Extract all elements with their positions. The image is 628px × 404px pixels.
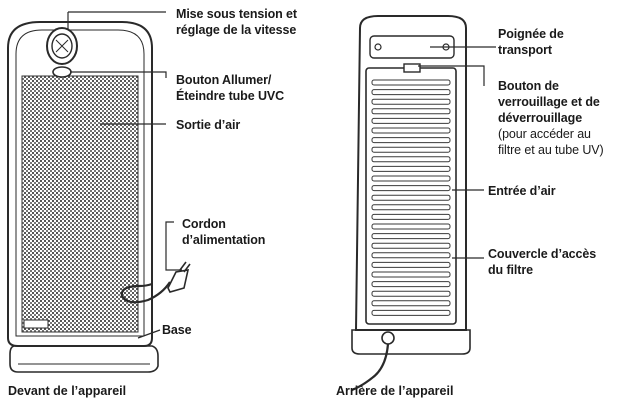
label-line: transport <box>498 43 552 57</box>
air-inlet-slot <box>371 146 451 153</box>
air-inlet-slot <box>371 156 451 163</box>
label-line: Bouton Allumer/ <box>176 73 272 87</box>
front-base <box>9 345 159 373</box>
label-air-outlet: Sortie d’air <box>176 117 240 133</box>
label-line: Cordon <box>182 217 226 231</box>
label-filter-cover: Couvercle d’accès du filtre <box>488 246 596 278</box>
air-inlet-slot <box>371 185 451 192</box>
label-lock-button: Bouton de verrouillage et de déverrouill… <box>498 78 604 158</box>
air-inlet-slot <box>371 233 451 240</box>
caption-front: Devant de l’appareil <box>8 384 127 398</box>
air-inlet-slot <box>371 213 451 220</box>
label-line: Sortie d’air <box>176 118 241 132</box>
air-inlet-slot <box>371 281 451 288</box>
label-line: Bouton de <box>498 79 559 93</box>
label-line: verrouillage et de <box>498 95 600 109</box>
label-power-speed: Mise sous tension et réglage de la vites… <box>176 6 297 38</box>
label-line: Couvercle d’accès <box>488 247 597 261</box>
label-line: Mise sous tension et <box>176 7 297 21</box>
air-inlet-slots <box>371 79 451 316</box>
label-line: Poignée de <box>498 27 564 41</box>
uvc-button <box>52 66 72 78</box>
label-line: Entrée d’air <box>488 184 556 198</box>
air-inlet-slot <box>371 117 451 124</box>
power-plug <box>167 269 190 293</box>
air-inlet-slot <box>371 223 451 230</box>
air-inlet-slot <box>371 89 451 96</box>
air-inlet-slot <box>371 98 451 105</box>
air-inlet-slot <box>371 309 451 316</box>
label-line: du filtre <box>488 263 533 277</box>
air-inlet-slot <box>371 108 451 115</box>
label-base: Base <box>162 322 192 338</box>
air-inlet-slot <box>371 252 451 259</box>
air-inlet-slot <box>371 165 451 172</box>
air-inlet-slot <box>371 204 451 211</box>
air-inlet-slot <box>371 194 451 201</box>
label-line: Éteindre tube UVC <box>176 89 285 103</box>
air-inlet-slot <box>371 127 451 134</box>
label-line: déverrouillage <box>498 111 583 125</box>
label-note-line: (pour accéder au <box>498 127 591 141</box>
label-handle: Poignée de transport <box>498 26 564 58</box>
air-inlet-slot <box>371 271 451 278</box>
air-inlet-slot <box>371 137 451 144</box>
label-line: Base <box>162 323 192 337</box>
label-power-cord: Cordon d’alimentation <box>182 216 265 248</box>
front-unit <box>7 21 191 373</box>
air-inlet-slot <box>371 261 451 268</box>
back-base <box>351 329 471 355</box>
label-uvc-button: Bouton Allumer/ Éteindre tube UVC <box>176 72 284 104</box>
air-inlet-slot <box>371 175 451 182</box>
label-air-inlet: Entrée d’air <box>488 183 556 199</box>
back-power-cord <box>351 343 390 392</box>
caption-back: Arrière de l’appareil <box>336 384 454 398</box>
back-leaders <box>418 46 496 259</box>
brand-logo <box>23 319 49 329</box>
label-line: réglage de la vitesse <box>176 23 297 37</box>
air-inlet-slot <box>371 300 451 307</box>
label-line: d’alimentation <box>182 233 266 247</box>
air-inlet-slot <box>371 79 451 86</box>
back-unit <box>351 15 471 392</box>
front-air-outlet-grille <box>21 75 139 333</box>
air-inlet-slot <box>371 242 451 249</box>
power-cord <box>120 281 171 304</box>
lock-button <box>403 63 421 73</box>
front-leaders <box>67 11 182 339</box>
air-inlet-slot <box>371 290 451 297</box>
label-note-line: filtre et au tube UV) <box>498 143 604 157</box>
